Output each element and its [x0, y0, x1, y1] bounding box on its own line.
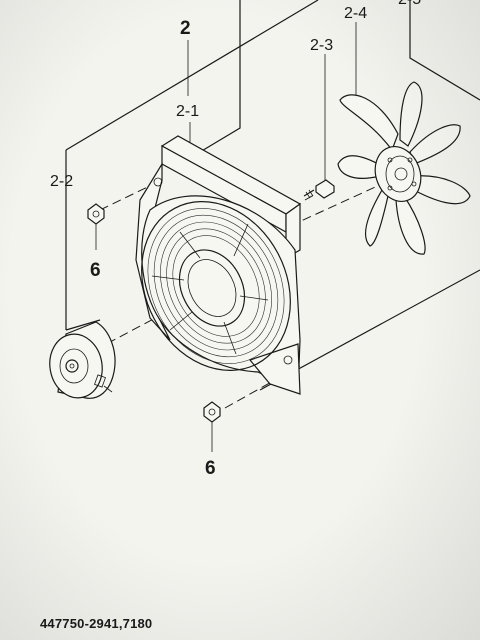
fan-motor — [49, 321, 116, 399]
fan-blade — [337, 81, 471, 255]
callout-2-2: 2-2 — [50, 173, 73, 190]
callout-2-3: 2-3 — [310, 37, 333, 54]
callout-labels: 2 2-1 2-2 2-3 2-4 2-5 6 6 — [50, 0, 421, 479]
bolt — [303, 179, 335, 199]
callout-6-upper: 6 — [90, 260, 101, 281]
nut-lower — [203, 401, 221, 423]
callout-2-5: 2-5 — [398, 0, 421, 8]
callout-2: 2 — [180, 18, 191, 39]
callout-6-lower: 6 — [205, 458, 216, 479]
fan-shroud — [135, 135, 302, 395]
leader-lines — [95, 22, 357, 452]
callout-2-4: 2-4 — [344, 5, 367, 22]
callout-2-1: 2-1 — [176, 103, 199, 120]
nut-upper — [87, 203, 105, 225]
reference-code: 447750-2941,7180 — [40, 616, 153, 631]
